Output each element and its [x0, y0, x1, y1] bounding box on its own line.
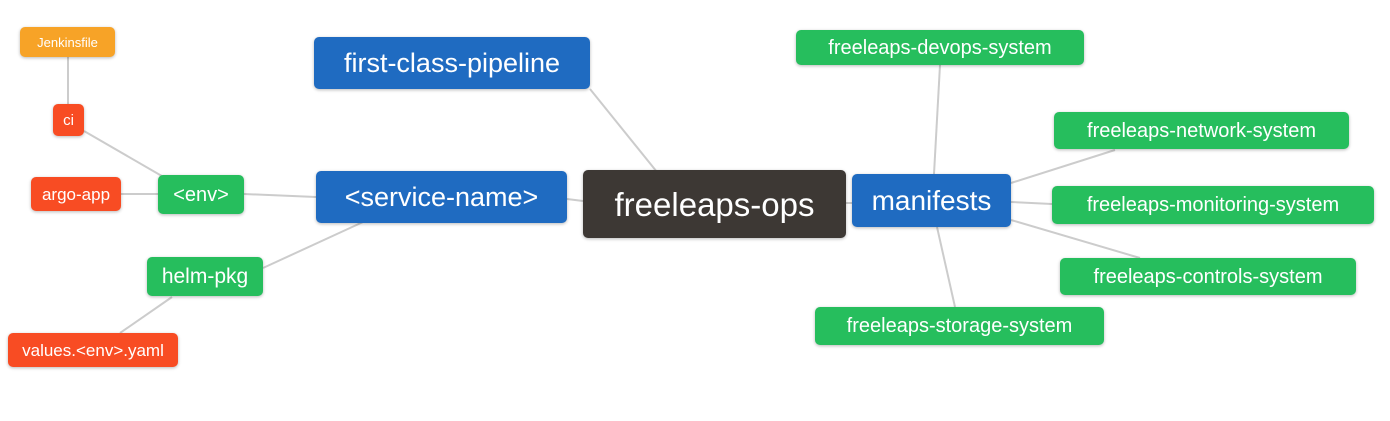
- edge-manifests-to-freeleaps-controls-system: [1010, 219, 1141, 259]
- edge-manifests-to-freeleaps-devops-system: [933, 64, 941, 175]
- node-freeleaps-storage-system[interactable]: freeleaps-storage-system: [815, 307, 1104, 345]
- node-env[interactable]: <env>: [158, 175, 244, 214]
- node-first-class-pipeline[interactable]: first-class-pipeline: [314, 37, 590, 89]
- edge-ci-to-env: [83, 130, 168, 180]
- node-freeleaps-monitoring-system[interactable]: freeleaps-monitoring-system: [1052, 186, 1374, 224]
- edge-manifests-to-freeleaps-storage-system: [936, 226, 956, 308]
- edge-service-name-to-freeleaps-ops: [566, 198, 584, 202]
- edge-values-env-yaml-to-helm-pkg: [119, 296, 173, 334]
- node-jenkinsfile[interactable]: Jenkinsfile: [20, 27, 115, 57]
- edge-first-class-pipeline-to-freeleaps-ops: [589, 88, 658, 173]
- node-freeleaps-ops[interactable]: freeleaps-ops: [583, 170, 846, 238]
- edge-manifests-to-freeleaps-monitoring-system: [1010, 201, 1053, 205]
- node-freeleaps-devops-system[interactable]: freeleaps-devops-system: [796, 30, 1084, 65]
- edge-env-to-service-name: [243, 193, 317, 198]
- edge-manifests-to-freeleaps-network-system: [1010, 149, 1116, 184]
- node-service-name[interactable]: <service-name>: [316, 171, 567, 223]
- node-argo-app[interactable]: argo-app: [31, 177, 121, 211]
- node-freeleaps-network-system[interactable]: freeleaps-network-system: [1054, 112, 1349, 149]
- node-helm-pkg[interactable]: helm-pkg: [147, 257, 263, 296]
- node-freeleaps-controls-system[interactable]: freeleaps-controls-system: [1060, 258, 1356, 295]
- edge-helm-pkg-to-service-name: [262, 221, 364, 269]
- node-values-env-yaml[interactable]: values.<env>.yaml: [8, 333, 178, 367]
- node-manifests[interactable]: manifests: [852, 174, 1011, 227]
- node-ci[interactable]: ci: [53, 104, 84, 136]
